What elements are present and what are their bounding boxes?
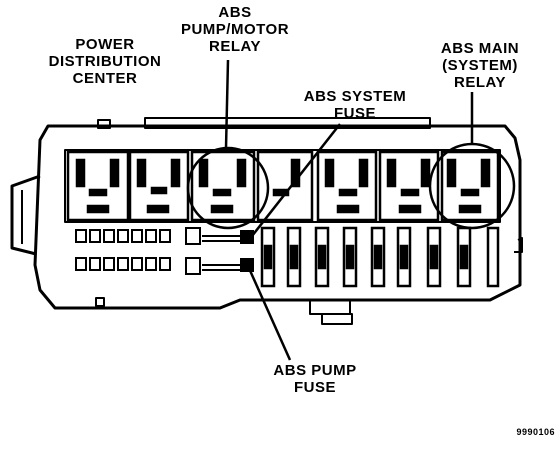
relay-4	[256, 150, 314, 222]
bottom-tab-3	[95, 297, 105, 307]
figure-id: 9990106	[516, 427, 555, 437]
label-abs-system-fuse: ABS SYSTEM FUSE	[303, 88, 407, 122]
bottom-tab-1	[309, 299, 351, 315]
relay-1	[66, 150, 130, 222]
abs-system-fuse-mark	[240, 230, 254, 244]
top-tab	[97, 119, 111, 129]
pdc-housing	[33, 124, 522, 310]
leader-lines	[224, 59, 474, 361]
label-power-distribution-center: POWER DISTRIBUTION CENTER	[48, 36, 162, 87]
label-abs-pump-motor-relay: ABS PUMP/MOTOR RELAY	[180, 4, 290, 55]
highlight-circle-pump-relay	[186, 146, 270, 230]
right-mount	[514, 237, 523, 253]
top-bracket	[144, 117, 431, 129]
bottom-tab-2	[321, 313, 353, 325]
relay-5	[316, 150, 378, 222]
relay-6	[378, 150, 440, 222]
mini-fuse-rows	[75, 227, 240, 275]
label-abs-pump-fuse: ABS PUMP FUSE	[273, 362, 357, 396]
abs-pump-fuse-mark	[240, 258, 254, 272]
blade-fuses	[260, 226, 500, 288]
label-abs-main-system-relay: ABS MAIN (SYSTEM) RELAY	[440, 40, 520, 91]
relay-bay	[64, 149, 501, 223]
relay-7-abs-main	[440, 150, 500, 222]
left-tab	[10, 174, 41, 256]
relay-3-abs-pump-motor	[190, 150, 256, 222]
relay-2	[128, 150, 190, 222]
